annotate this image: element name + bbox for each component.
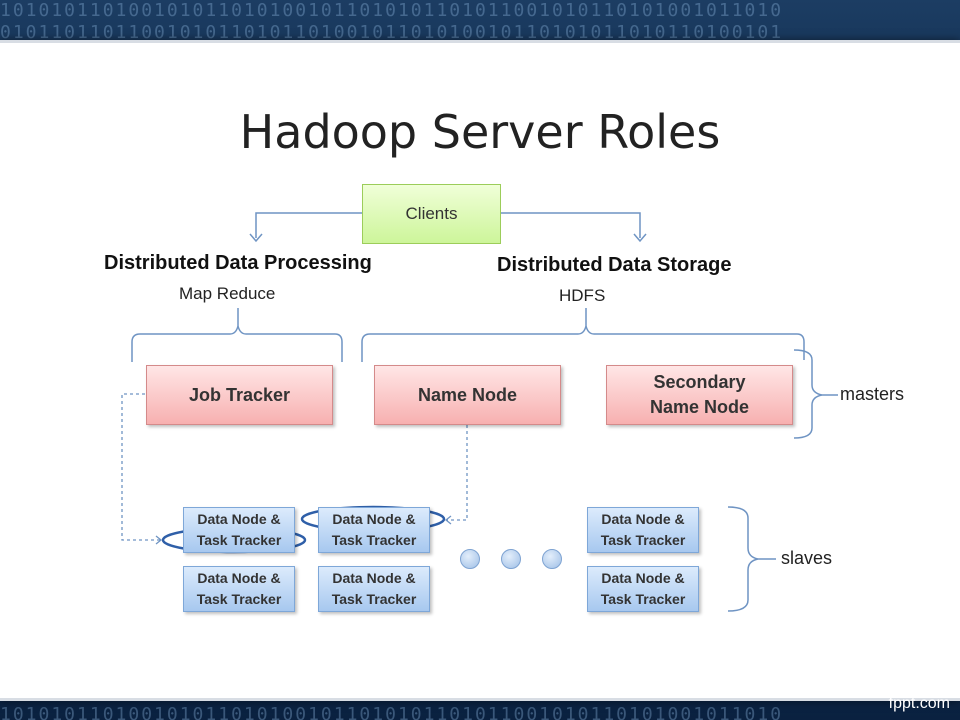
processing-brace	[131, 308, 343, 362]
slave-line2: Task Tracker	[600, 532, 686, 548]
slave-node: Data Node & Task Tracker	[318, 566, 430, 612]
slaves-brace	[727, 506, 776, 612]
slave-node: Data Node & Task Tracker	[587, 507, 699, 553]
processing-heading: Distributed Data Processing	[104, 252, 372, 274]
job-tracker-box: Job Tracker	[146, 365, 333, 425]
slave-line2: Task Tracker	[196, 532, 282, 548]
ellipsis-dot	[460, 549, 480, 569]
slave-line2: Task Tracker	[196, 591, 282, 607]
processing-sub: Map Reduce	[179, 284, 276, 303]
slave-line1: Data Node &	[197, 570, 281, 586]
slide-title: Hadoop Server Roles	[239, 105, 721, 159]
name-node-box: Name Node	[374, 365, 561, 425]
slave-node: Data Node & Task Tracker	[318, 507, 430, 553]
dotted-arrowhead-left	[155, 535, 163, 545]
ellipsis-dot	[542, 549, 562, 569]
job-tracker-dotted-link	[121, 393, 160, 541]
secondary-line2: Name Node	[649, 397, 750, 417]
slave-node: Data Node & Task Tracker	[183, 507, 295, 553]
slave-line1: Data Node &	[601, 511, 685, 527]
slave-node: Data Node & Task Tracker	[587, 566, 699, 612]
clients-box: Clients	[362, 184, 501, 244]
clients-to-processing-line	[255, 212, 362, 238]
arrowhead-right	[633, 233, 647, 243]
name-node-dotted-link	[446, 425, 468, 521]
clients-to-storage-line	[501, 212, 641, 238]
slave-line1: Data Node &	[601, 570, 685, 586]
ellipsis-dot	[501, 549, 521, 569]
slave-node: Data Node & Task Tracker	[183, 566, 295, 612]
slave-line1: Data Node &	[197, 511, 281, 527]
secondary-line1: Secondary	[653, 372, 746, 392]
slave-line2: Task Tracker	[600, 591, 686, 607]
slaves-label: slaves	[781, 548, 833, 568]
secondary-name-node-box: Secondary Name Node	[606, 365, 793, 425]
arrowhead-left	[249, 233, 263, 243]
slave-line1: Data Node &	[332, 511, 416, 527]
dotted-arrowhead-right	[444, 515, 452, 525]
slave-line2: Task Tracker	[331, 532, 417, 548]
storage-heading: Distributed Data Storage	[497, 254, 732, 276]
slave-line2: Task Tracker	[331, 591, 417, 607]
masters-label: masters	[840, 384, 905, 404]
storage-brace	[361, 308, 805, 362]
storage-sub: HDFS	[559, 286, 606, 305]
masters-brace	[793, 349, 838, 439]
slave-line1: Data Node &	[332, 570, 416, 586]
footer-brand: fppt.com	[888, 695, 950, 712]
